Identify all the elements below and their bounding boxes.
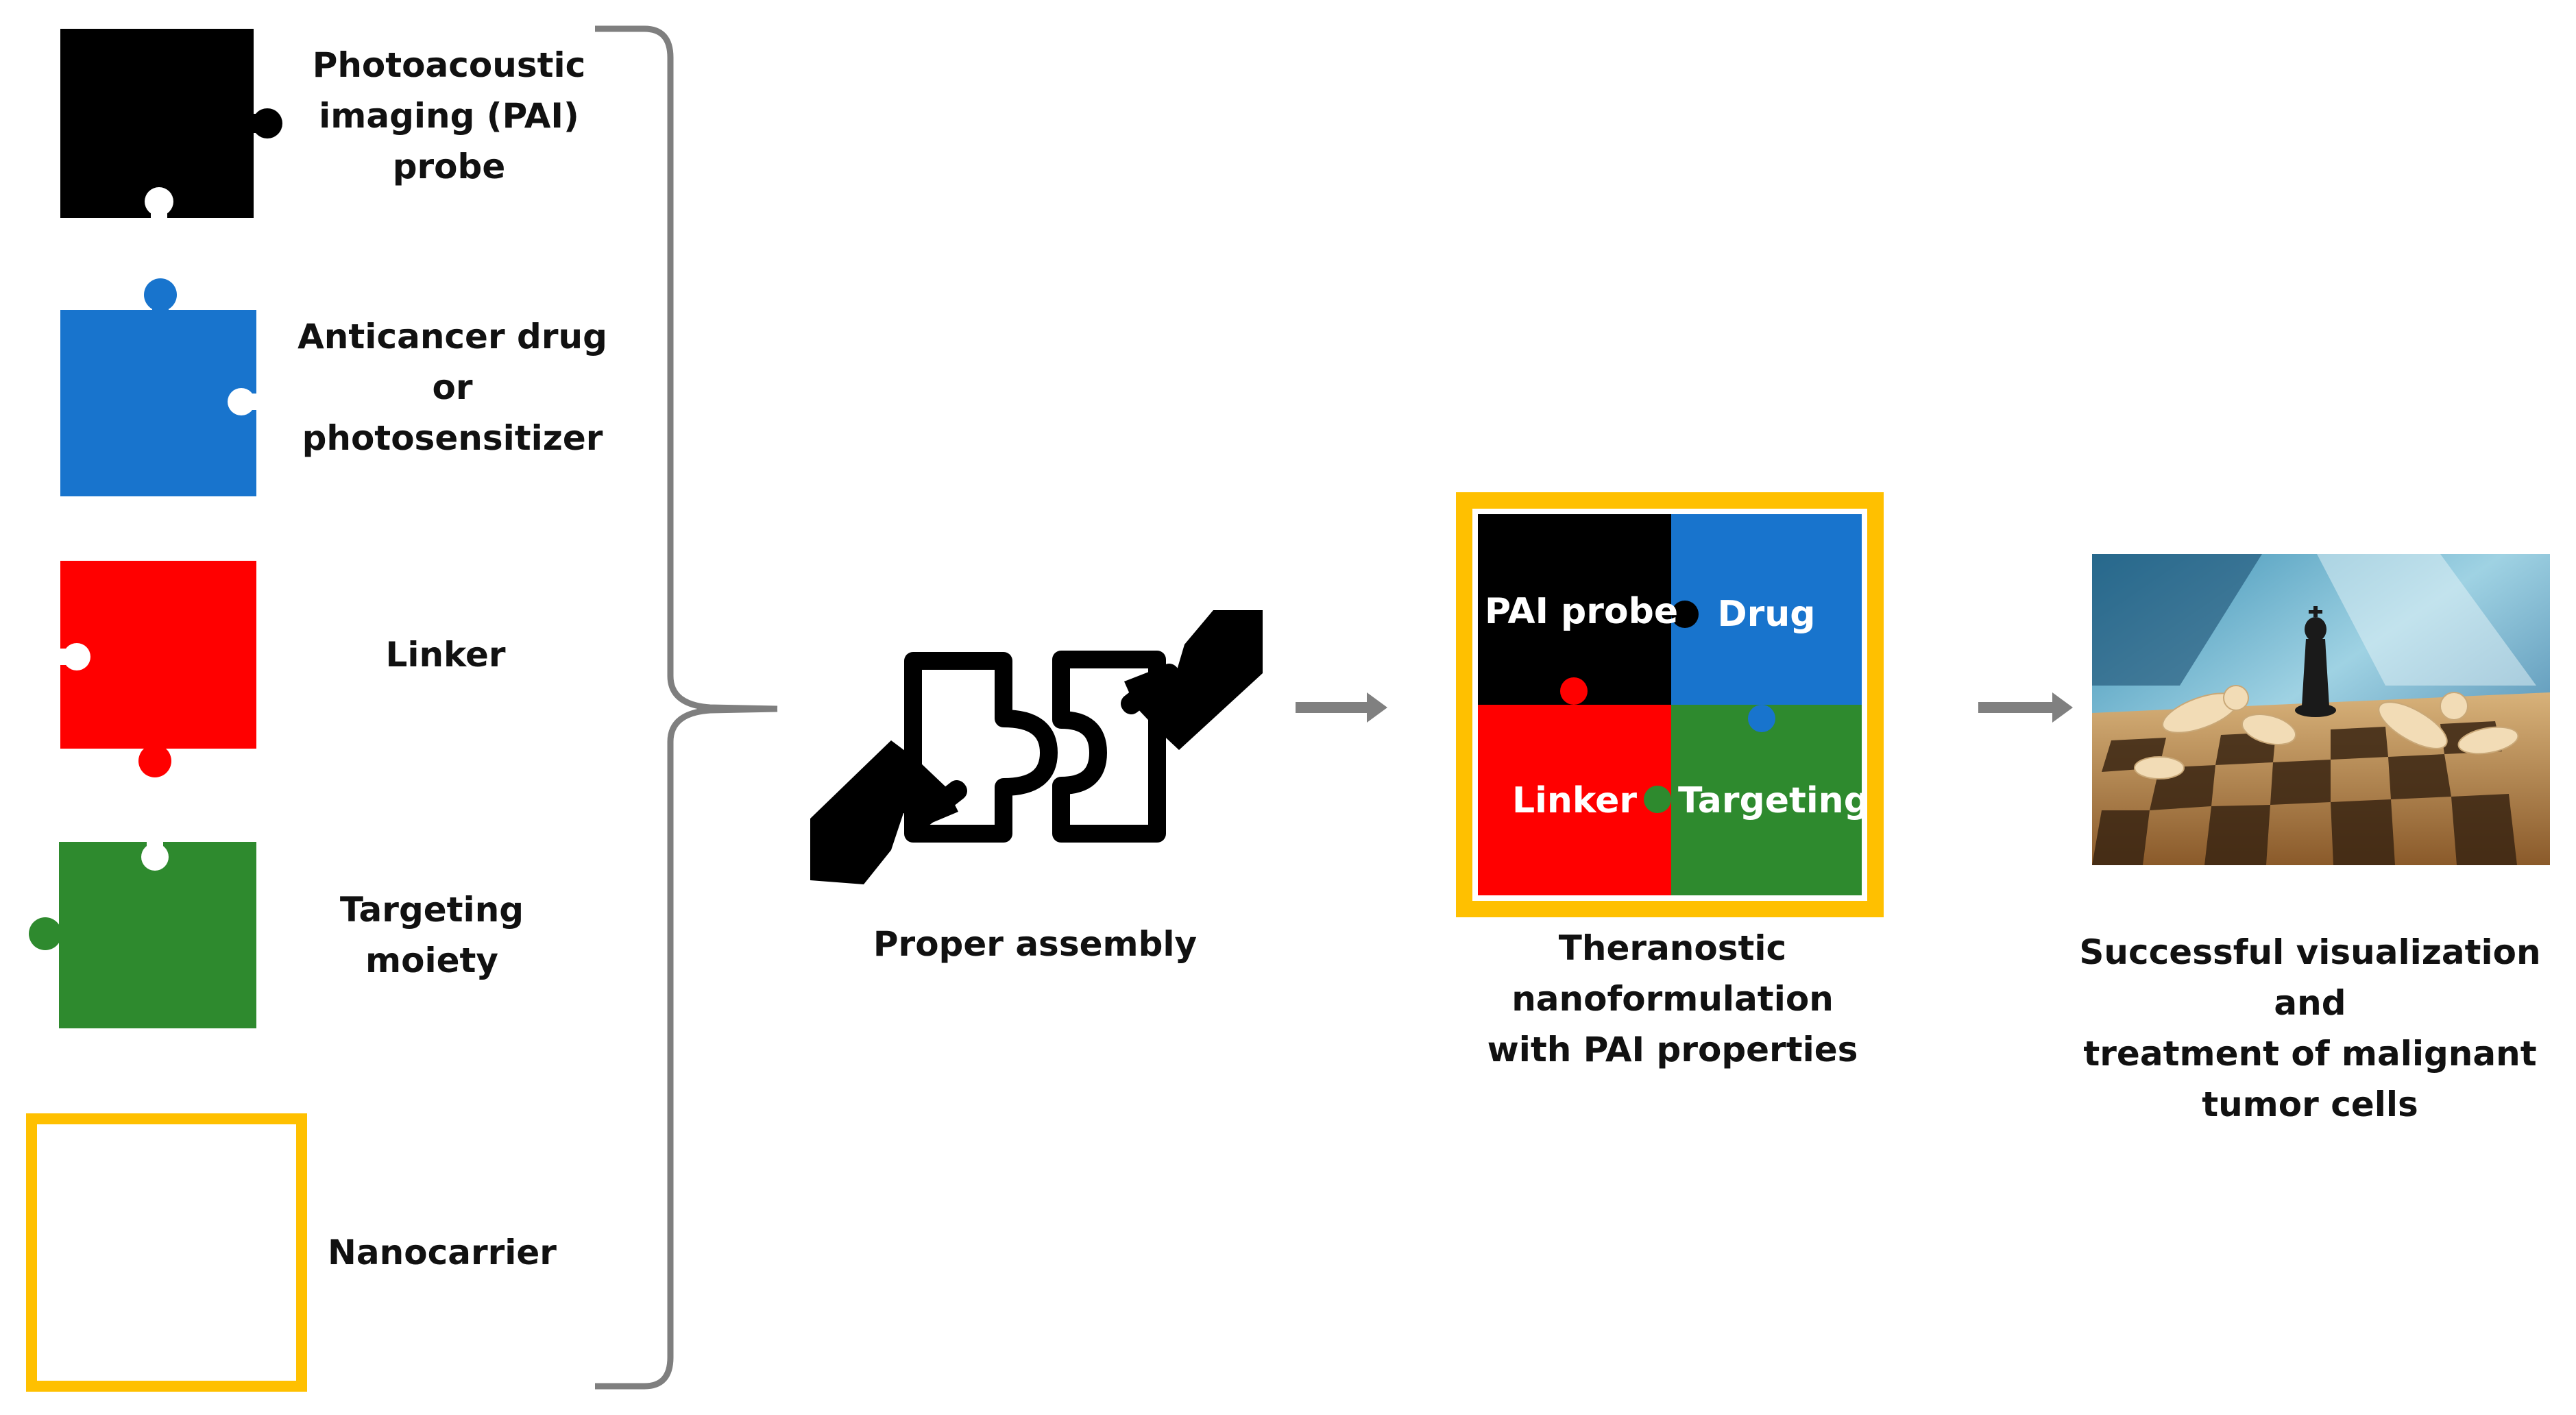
outcome-caption-line: treatment of malignant (2083, 1034, 2537, 1074)
targeting-label-line: moiety (365, 941, 498, 980)
drug-label: Anticancer drug or photosensitizer (295, 311, 610, 463)
probe-quadrant-label: PAI probe (1485, 591, 1679, 632)
linker-label-line: Linker (385, 635, 506, 675)
targeting-piece-icon (29, 840, 256, 1028)
probe-label-line: Photoacoustic (312, 45, 586, 85)
arrow-2-icon (1978, 692, 2073, 723)
nanoformulation-caption-line: Theranostic (1558, 928, 1787, 968)
nanocarrier-frame-icon (26, 1113, 307, 1392)
nanocarrier-label: Nanocarrier (322, 1227, 562, 1278)
drug-label-line: or (432, 367, 473, 407)
probe-label-line: imaging (PAI) (319, 96, 579, 136)
probe-label-line: probe (392, 147, 506, 186)
drug-quadrant (1671, 514, 1862, 705)
targeting-quadrant-label: Targeting (1678, 780, 1869, 821)
outcome-caption-line: Successful visualization and (2079, 932, 2541, 1023)
targeting-label-line: Targeting (339, 890, 524, 930)
arrow-1-icon (1296, 692, 1387, 723)
outcome-caption-line: tumor cells (2202, 1085, 2418, 1124)
nanoformulation-caption-line: with PAI properties (1487, 1030, 1858, 1069)
drug-label-line: Anticancer drug (297, 317, 607, 356)
nanoformulation-assembly (1456, 492, 1884, 917)
probe-label: Photoacoustic imaging (PAI) probe (295, 40, 603, 192)
linker-quadrant (1478, 705, 1671, 895)
drug-label-line: photosensitizer (302, 418, 603, 458)
probe-piece-body (60, 29, 254, 218)
linker-quadrant-label: Linker (1511, 780, 1638, 821)
targeting-label: Targeting moiety (322, 884, 542, 986)
hands-assembling-puzzle-icon (810, 610, 1263, 884)
probe-quadrant (1478, 514, 1671, 705)
assembly-label: Proper assembly (850, 919, 1220, 969)
drug-quadrant-label: Drug (1717, 594, 1816, 635)
outcome-caption: Successful visualization and treatment o… (2050, 927, 2571, 1130)
linker-piece-icon (59, 561, 256, 777)
assembly-label-text: Proper assembly (873, 924, 1198, 964)
nanoformulation-caption-line: nanoformulation (1511, 979, 1834, 1019)
drug-piece-icon (60, 278, 258, 496)
nanoformulation-caption: Theranostic nanoformulation with PAI pro… (1446, 923, 1899, 1075)
nanocarrier-outline (1456, 492, 1884, 917)
linker-label: Linker (343, 629, 548, 680)
chess-board-photo (2092, 554, 2550, 865)
targeting-quadrant (1671, 705, 1862, 895)
probe-piece-icon (60, 29, 282, 219)
nanocarrier-label-line: Nanocarrier (328, 1233, 557, 1272)
grouping-brace (595, 25, 778, 1390)
